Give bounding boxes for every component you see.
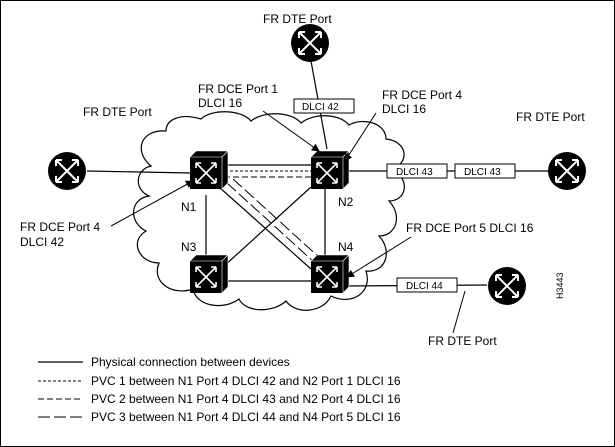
node-label-n4: N4	[338, 240, 354, 254]
pointer-dce-n1-port4	[110, 180, 194, 227]
pointer-dce-n4-port5	[346, 236, 412, 278]
switch-n1-icon	[189, 150, 229, 190]
label-dce-n2-port4-line1: FR DCE Port 4	[382, 88, 462, 102]
figure-id: H3443	[555, 272, 565, 299]
link-n2-n3	[222, 186, 312, 268]
legend: Physical connection between devices PVC …	[38, 355, 401, 424]
legend-text-solid: Physical connection between devices	[91, 355, 290, 369]
router-left-icon	[47, 151, 87, 191]
link-left-dte-n1	[86, 170, 192, 174]
router-right-icon	[547, 151, 587, 191]
label-dce-n4-port5: FR DCE Port 5 DLCI 16	[406, 221, 534, 235]
switch-n3-icon	[189, 254, 229, 294]
node-label-n3: N3	[181, 240, 197, 254]
pointer-dce-n2-port4	[344, 112, 377, 162]
label-dce-n1-port4-line2: DLCI 42	[20, 235, 64, 249]
label-left-dte: FR DTE Port	[83, 105, 152, 119]
label-dce-n2-port4-line2: DLCI 16	[382, 102, 426, 116]
legend-text-pvc3: PVC 3 between N1 Port 4 DLCI 44 and N4 P…	[91, 410, 401, 424]
label-dce-n1-port4-line1: FR DCE Port 4	[20, 220, 100, 234]
pvc3-path-b	[232, 178, 322, 260]
node-label-n1: N1	[181, 200, 197, 214]
pvc3-path	[226, 182, 316, 264]
router-top-icon	[290, 23, 330, 63]
dlci-tag-bottom: DLCI 44	[406, 281, 443, 292]
label-bottom-dte: FR DTE Port	[428, 334, 497, 348]
switch-n4-icon	[310, 254, 350, 294]
dlci-tag-right-a: DLCI 43	[396, 167, 433, 178]
label-dce-n2-port1-line2: DLCI 16	[198, 96, 242, 110]
dlci-tag-right-a-box	[386, 163, 448, 179]
legend-text-pvc2: PVC 2 between N1 Port 4 DLCI 43 and N2 P…	[91, 392, 401, 406]
pointer-bottom-dte	[452, 290, 466, 334]
label-top-dte: FR DTE Port	[263, 12, 332, 26]
router-bottom-icon	[487, 266, 527, 306]
dlci-tag-top: DLCI 42	[302, 102, 339, 113]
dlci-tag-bottom-box	[396, 277, 458, 293]
dlci-tag-right-b: DLCI 43	[464, 167, 501, 178]
pointer-dce-n2-port1	[262, 110, 320, 152]
switch-n2-icon	[310, 150, 350, 190]
label-right-dte: FR DTE Port	[516, 110, 585, 124]
link-n1-n4	[218, 186, 312, 270]
label-dce-n2-port1-line1: FR DCE Port 1	[198, 82, 278, 96]
legend-text-pvc1: PVC 1 between N1 Port 4 DLCI 42 and N2 P…	[91, 374, 401, 388]
dlci-tag-right-b-box	[454, 163, 516, 179]
dlci-tag-top-box	[293, 98, 355, 114]
node-label-n2: N2	[338, 195, 354, 209]
